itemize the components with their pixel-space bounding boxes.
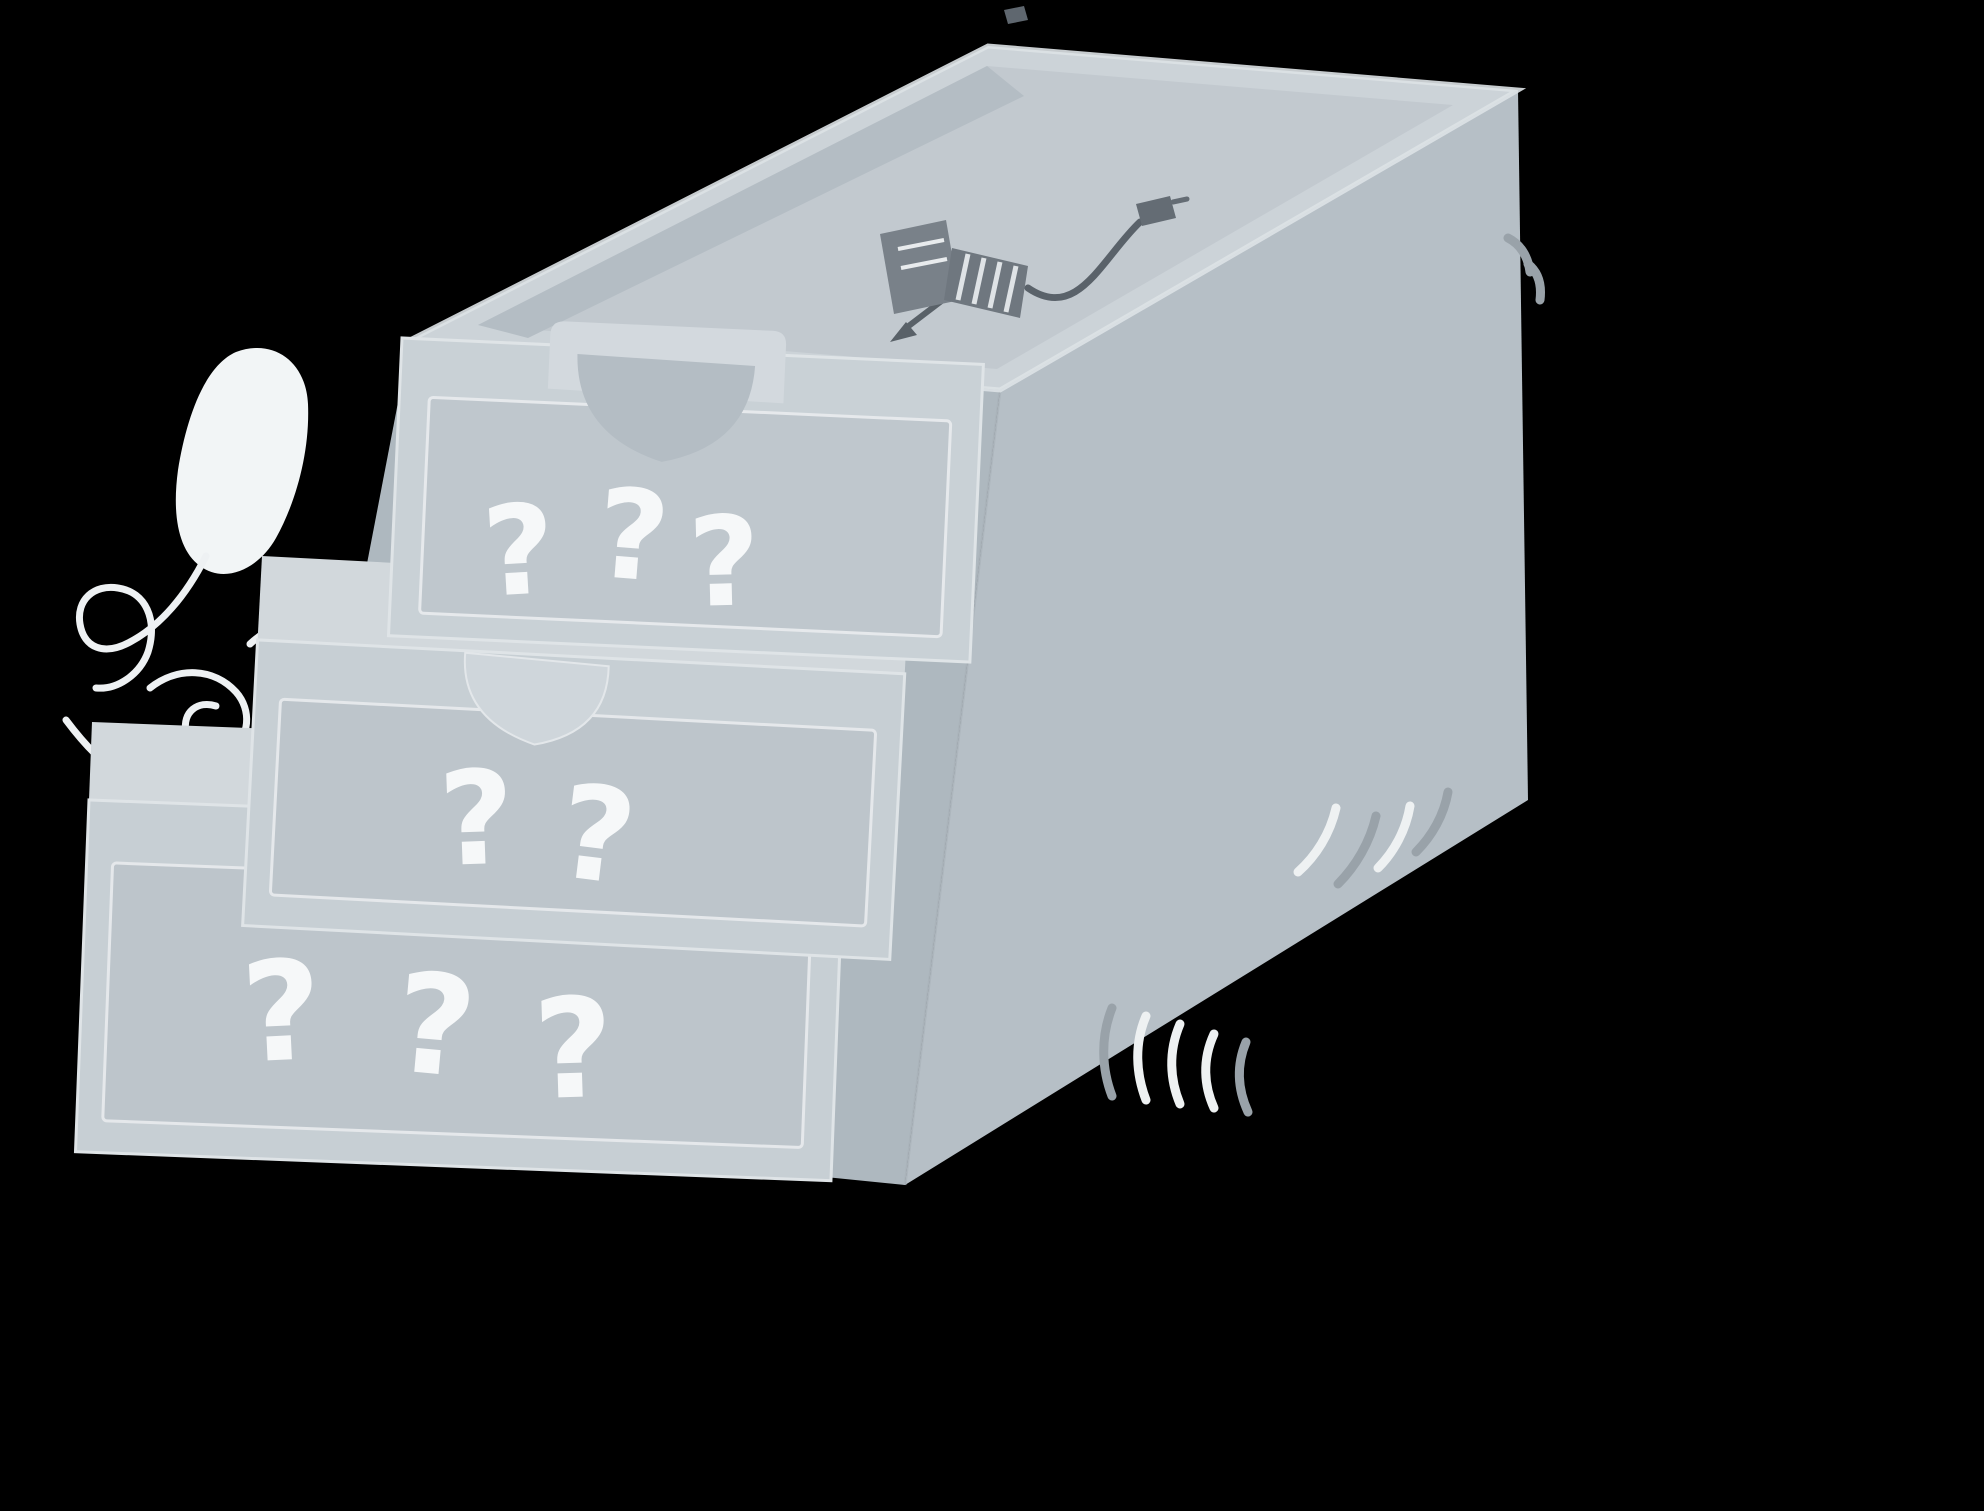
motion-lines-top-right bbox=[1503, 233, 1545, 305]
motion-line bbox=[1133, 1011, 1151, 1105]
cabinet-right-face bbox=[905, 90, 1528, 1185]
cable-plug-tip-icon bbox=[1136, 196, 1176, 226]
cabinet-cavity bbox=[478, 66, 1453, 369]
question-mark: ? bbox=[531, 968, 616, 1131]
connector-rib bbox=[955, 253, 971, 301]
connector-rib bbox=[971, 257, 987, 305]
question-mark: ? bbox=[686, 490, 761, 636]
question-mark: ? bbox=[388, 942, 482, 1110]
connector-cap bbox=[880, 220, 960, 314]
motion-line bbox=[1373, 801, 1415, 873]
drawer-handle-notch bbox=[577, 353, 756, 462]
motion-line bbox=[1234, 1037, 1253, 1117]
connector-arrow-head-icon bbox=[890, 322, 917, 342]
connector-rib bbox=[1003, 265, 1019, 313]
connector-cap-highlight bbox=[900, 257, 948, 270]
cabinet-cavity-wall bbox=[478, 66, 1024, 338]
wire-scribble bbox=[75, 552, 210, 692]
connector-rib bbox=[987, 261, 1003, 309]
cable bbox=[1024, 218, 1144, 302]
motion-lines-bottom bbox=[1099, 1003, 1253, 1117]
cabinet-corner-edge bbox=[903, 389, 1002, 1186]
question-mark: ? bbox=[550, 755, 643, 915]
motion-line bbox=[1411, 787, 1453, 857]
question-mark: ? bbox=[238, 930, 326, 1095]
latch-mark bbox=[1004, 6, 1028, 24]
question-mark: ? bbox=[479, 478, 559, 626]
connector-cap-highlight bbox=[897, 238, 945, 251]
question-mark: ? bbox=[591, 462, 674, 611]
question-mark: ? bbox=[436, 741, 517, 896]
cable-connector bbox=[880, 196, 1190, 342]
motion-line bbox=[1333, 811, 1381, 889]
motion-line bbox=[1293, 803, 1341, 877]
drawer-handle-notch bbox=[463, 651, 610, 746]
motion-lines-right bbox=[1293, 787, 1453, 889]
drawer-top: ? ? ? bbox=[386, 321, 985, 664]
motion-line bbox=[1201, 1029, 1219, 1113]
motion-line bbox=[1099, 1003, 1117, 1101]
motion-line bbox=[1523, 259, 1545, 305]
motion-line bbox=[1167, 1019, 1185, 1109]
cable-plug-prong bbox=[1170, 196, 1190, 205]
wire-scribble-blob bbox=[175, 347, 309, 574]
